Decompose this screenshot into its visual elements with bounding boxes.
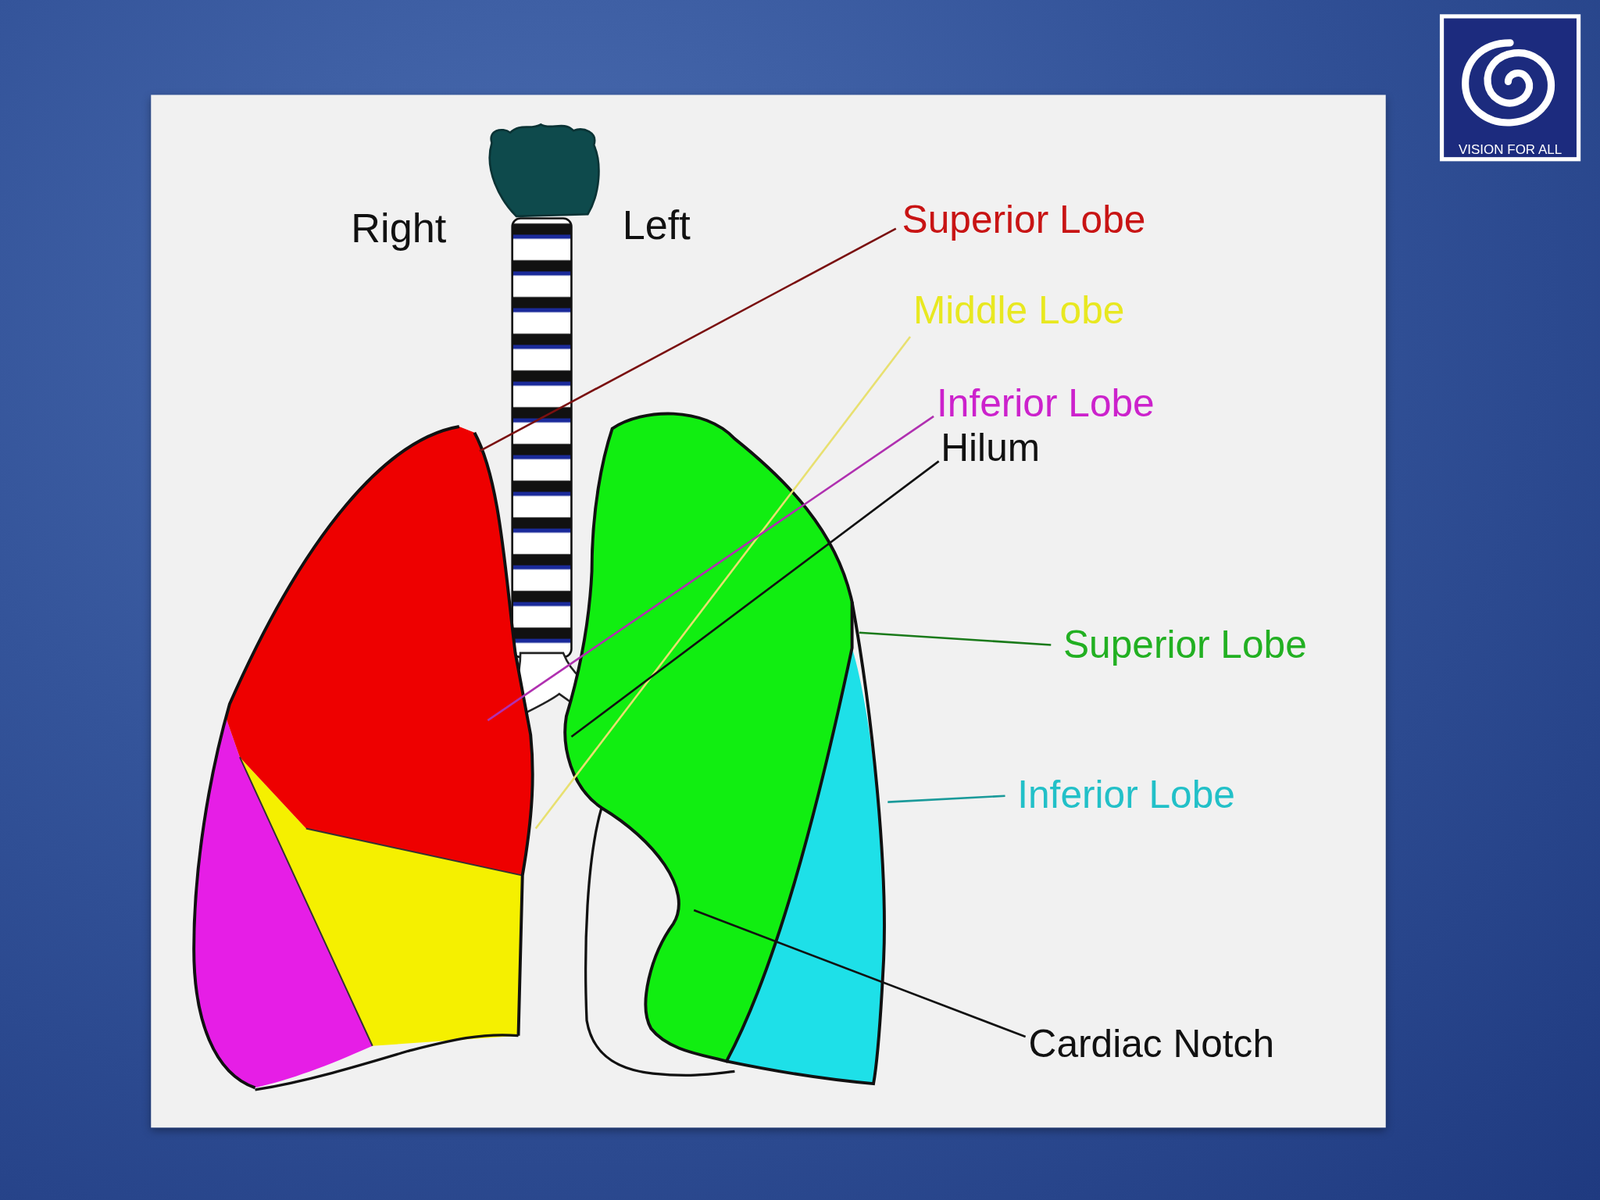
- panel: [150, 94, 1386, 1128]
- right-superior-lobe: [226, 426, 533, 876]
- leader-line: [887, 796, 1005, 803]
- logo-spiral: [1465, 42, 1552, 123]
- left-superior-lobe: [564, 413, 852, 1061]
- logo-frame: [1439, 14, 1581, 161]
- leader-line: [859, 632, 1052, 646]
- lung-base-outline: [255, 1035, 519, 1090]
- leader-line: [487, 416, 934, 721]
- larynx: [489, 124, 600, 217]
- lobe-label: Superior Lobe: [1063, 625, 1308, 665]
- logo-text: VISION FOR ALL: [1443, 142, 1577, 157]
- leader-line: [535, 336, 911, 829]
- lobe-label: Superior Lobe: [902, 200, 1147, 240]
- lobe-label: Middle Lobe: [913, 290, 1125, 330]
- logo-background: [1443, 18, 1577, 158]
- lobe-label: Inferior Lobe: [1017, 775, 1236, 815]
- hilum-label: Hilum: [940, 428, 1040, 468]
- side-label: Left: [622, 203, 691, 245]
- cardiac-notch-label: Cardiac Notch: [1028, 1024, 1275, 1064]
- side-label: Right: [350, 207, 447, 248]
- left-lung-outline: [726, 602, 885, 1084]
- fissure-line: [239, 757, 523, 1047]
- right-lung-outline: [193, 426, 533, 1088]
- trachea: [512, 218, 572, 658]
- lobe-label: Inferior Lobe: [936, 383, 1155, 423]
- leader-line: [693, 910, 1025, 1037]
- leader-line: [571, 460, 939, 737]
- leader-line: [479, 228, 897, 452]
